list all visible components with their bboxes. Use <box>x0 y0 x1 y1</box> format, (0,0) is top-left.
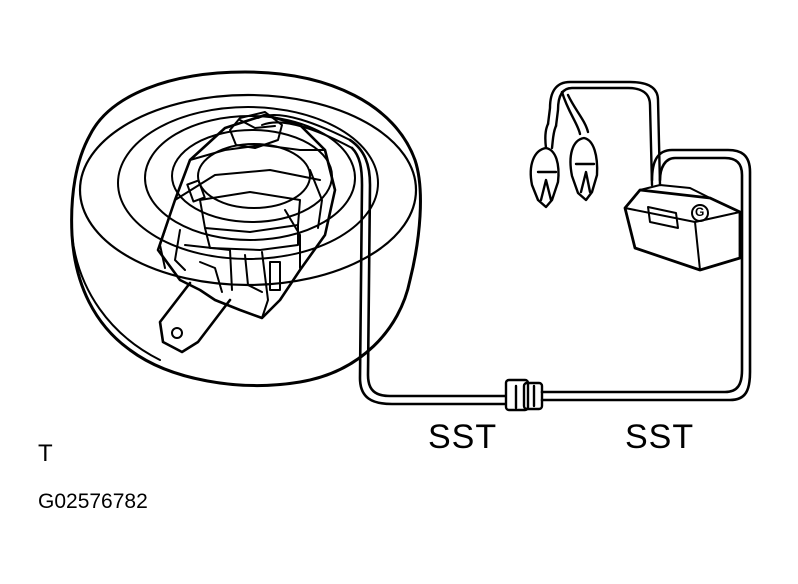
harness-wire-left <box>348 138 507 406</box>
harness-connector-icon <box>504 378 544 412</box>
clip-leads <box>544 80 662 187</box>
sst-label-left: SST <box>428 418 498 456</box>
corner-letter-label: T <box>38 440 53 467</box>
tester-mark-label: G <box>695 205 705 219</box>
harness-wire-right <box>540 148 752 402</box>
figure-id-label: G02576782 <box>38 490 148 513</box>
sst-label-right: SST <box>625 418 695 456</box>
tester-box-icon <box>623 184 742 272</box>
alligator-clip-icon <box>529 136 599 209</box>
airbag-actuator-icon <box>156 111 353 354</box>
